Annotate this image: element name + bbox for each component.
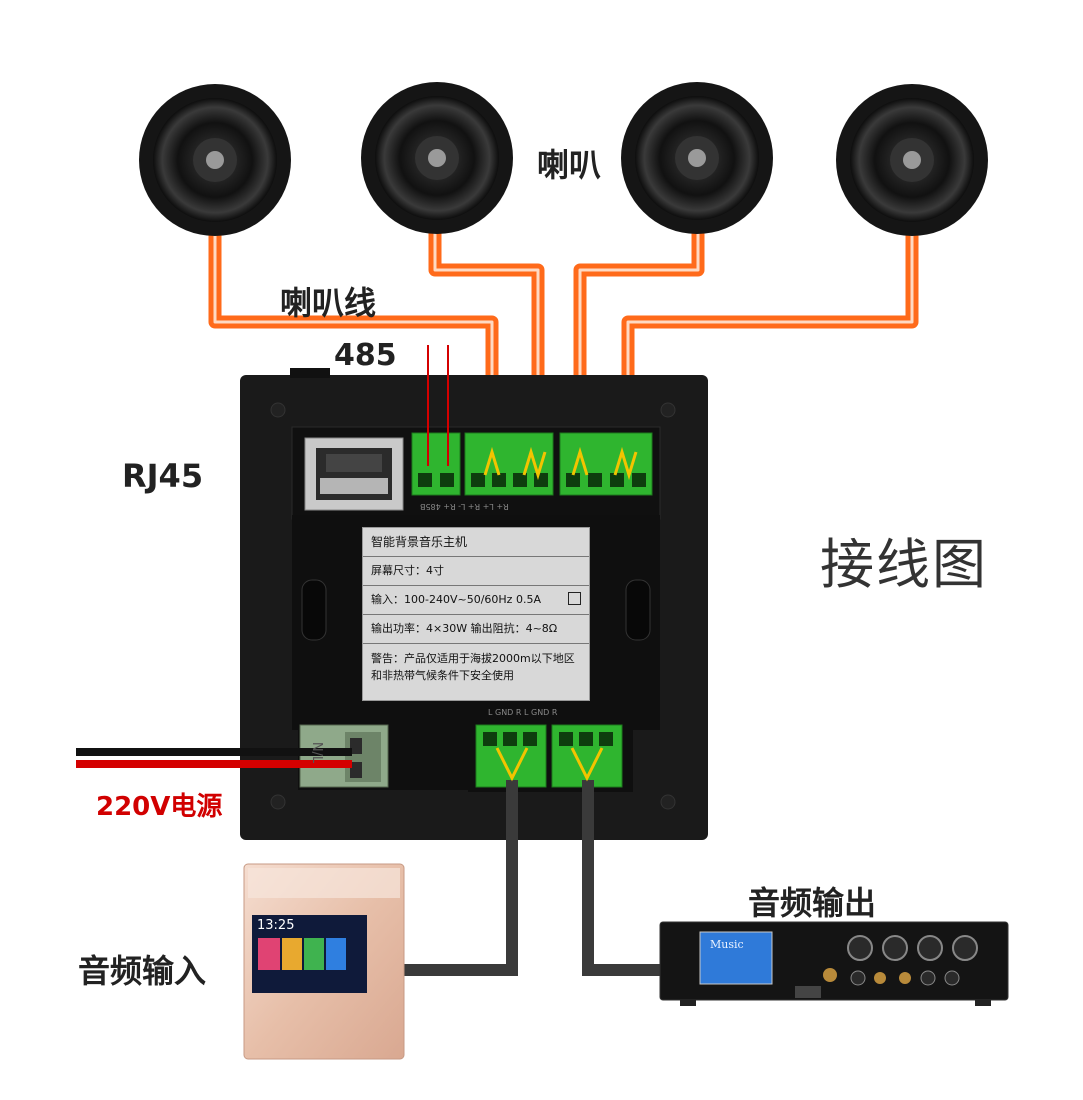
power-label: 220V电源 <box>96 792 223 822</box>
speaker-wire-tips <box>483 446 638 481</box>
speaker-4 <box>836 84 988 236</box>
panel-clock: 13:25 <box>257 918 295 933</box>
speaker-3 <box>621 82 773 234</box>
speaker-label: 喇叭 <box>537 146 602 184</box>
audio-input-label: 音频输入 <box>78 952 207 990</box>
bottom-terminal-label: L GND R L GND R <box>488 708 558 717</box>
amplifier <box>659 921 1009 1006</box>
plate-heading: 智能背景音乐主机 <box>363 528 589 557</box>
bottom-terminal-blocks <box>475 724 623 788</box>
audio-cables <box>400 780 668 976</box>
power-cable <box>76 748 352 768</box>
rs485-wires <box>427 345 449 466</box>
speaker-1 <box>139 84 291 236</box>
nameplate: 智能背景音乐主机 屏幕尺寸：4寸 输入：100-240V~50/60Hz 0.5… <box>362 527 590 701</box>
rj45-port <box>304 437 404 511</box>
plate-input: 输入：100-240V~50/60Hz 0.5A <box>363 586 589 615</box>
top-terminal-label: R+ L+ R+ L- R+ 485B <box>420 502 509 511</box>
plate-output: 输出功率：4×30W 输出阻抗：4~8Ω <box>363 615 589 644</box>
speaker-2 <box>361 82 513 234</box>
amp-screen-text: Music <box>710 938 744 951</box>
rj45-label: RJ45 <box>122 457 204 495</box>
diagram-title: 接线图 <box>820 533 988 596</box>
rs485-label: 485 <box>334 338 397 373</box>
plate-screen-size: 屏幕尺寸：4寸 <box>363 557 589 586</box>
audio-wire-tips <box>495 747 604 782</box>
speaker-wire-label: 喇叭线 <box>280 284 377 322</box>
power-socket-label: N/L <box>309 741 325 764</box>
top-terminal-blocks <box>411 432 653 496</box>
plate-warning: 警告：产品仅适用于海拔2000m以下地区和非热带气候条件下安全使用 <box>371 652 575 682</box>
wall-panel <box>243 863 405 1060</box>
square-mark-icon <box>568 592 581 605</box>
audio-output-label: 音频输出 <box>748 884 877 922</box>
